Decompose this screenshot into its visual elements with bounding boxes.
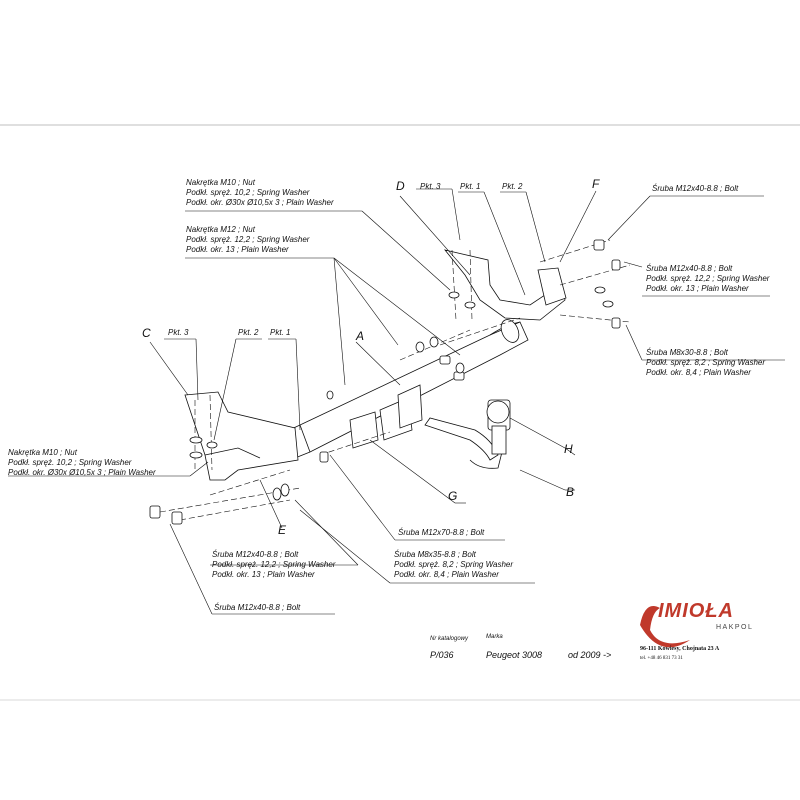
callout-line: Podkł. okr. 13 ; Plain Washer <box>646 284 749 293</box>
callout-line: Podkł. okr. 13 ; Plain Washer <box>186 245 289 254</box>
callout-nut-m10-left: Nakrętka M10 ; Nut Podkł. spręż. 10,2 ; … <box>8 448 156 478</box>
callout-bolt-m12-right: Śruba M12x40-8.8 ; Bolt Podkł. spręż. 12… <box>646 264 769 294</box>
point-label-pkt2-top: Pkt. 2 <box>502 182 523 191</box>
callout-line: Nakrętka M10 ; Nut <box>186 178 255 187</box>
part-letter-b: B <box>566 485 575 499</box>
callout-nut-m12-top: Nakrętka M12 ; Nut Podkł. spręż. 12,2 ; … <box>186 225 309 255</box>
part-letter-h: H <box>564 442 573 456</box>
callout-line: Śruba M12x70-8.8 ; Bolt <box>398 528 485 537</box>
point-label-pkt1-left: Pkt. 1 <box>270 328 291 337</box>
point-label-pkt1-top: Pkt. 1 <box>460 182 481 191</box>
callout-line: Podkł. okr. 13 ; Plain Washer <box>212 570 315 579</box>
callout-line: Nakrętka M12 ; Nut <box>186 225 255 234</box>
callout-line: Śruba M12x40-8.8 ; Bolt <box>652 184 739 193</box>
callout-line: Śruba M8x35-8.8 ; Bolt <box>394 550 476 559</box>
callout-bolt-m8-right: Śruba M8x30-8.8 ; Bolt Podkł. spręż. 8,2… <box>646 348 765 378</box>
catalog-marka-label: Marka <box>486 634 503 640</box>
part-letter-c: C <box>142 326 151 340</box>
callout-bolt-f: Śruba M12x40-8.8 ; Bolt <box>652 184 738 194</box>
part-letter-a: A <box>356 329 365 343</box>
callout-nut-m10-top: Nakrętka M10 ; Nut Podkł. spręż. 10,2 ; … <box>186 178 334 208</box>
point-label-pkt3-top: Pkt. 3 <box>420 182 441 191</box>
point-label-pkt3-left: Pkt. 3 <box>168 328 189 337</box>
company-sub: HAKPOL <box>716 624 754 631</box>
callout-line: Podkł. spręż. 12,2 ; Spring Washer <box>186 235 310 244</box>
callout-line: Podkł. spręż. 10,2 ; Spring Washer <box>186 188 310 197</box>
catalog-nr-label: Nr katalogowy <box>430 636 469 642</box>
callout-line: Podkł. spręż. 10,2 ; Spring Washer <box>8 458 132 467</box>
catalog-year: od 2009 -> <box>568 650 612 660</box>
callout-line: Podkł. okr. Ø30x Ø10,5x 3 ; Plain Washer <box>8 468 156 477</box>
callout-line: Podkł. okr. Ø30x Ø10,5x 3 ; Plain Washer <box>186 198 334 207</box>
callout-bolt-m12-bottom: Śruba M12x40-8.8 ; Bolt Podkł. spręż. 12… <box>212 550 335 580</box>
part-letter-g: G <box>448 489 458 503</box>
point-label-pkt2-left: Pkt. 2 <box>238 328 259 337</box>
catalog-number: P/036 <box>430 650 454 660</box>
company-logo: IMIOŁA <box>658 600 734 622</box>
company-address: 96-111 Kowiesy, Chojnata 23 A <box>640 646 720 652</box>
callout-line: Śruba M12x40-8.8 ; Bolt <box>646 264 733 273</box>
callout-line: Podkł. okr. 8,4 ; Plain Washer <box>394 570 499 579</box>
callout-line: Podkł. spręż. 12,2 ; Spring Washer <box>646 274 770 283</box>
callout-line: Podkł. spręż. 8,2 ; Spring Washer <box>394 560 514 569</box>
callout-bolt-m12-lower: Śruba M12x40-8.8 ; Bolt <box>214 603 300 613</box>
callout-line: Podkł. spręż. 8,2 ; Spring Washer <box>646 358 766 367</box>
callout-bolt-m12x70: Śruba M12x70-8.8 ; Bolt <box>398 528 484 538</box>
callout-line: Śruba M12x40-8.8 ; Bolt <box>214 603 301 612</box>
callout-line: Nakrętka M10 ; Nut <box>8 448 77 457</box>
callout-line: Podkł. okr. 8,4 ; Plain Washer <box>646 368 751 377</box>
part-letter-d: D <box>396 179 405 193</box>
callout-line: Śruba M8x30-8.8 ; Bolt <box>646 348 728 357</box>
callout-bolt-m8-bottom: Śruba M8x35-8.8 ; Bolt Podkł. spręż. 8,2… <box>394 550 513 580</box>
company-tel: tel. +48 46 831 73 31 <box>640 656 683 661</box>
catalog-vehicle: Peugeot 3008 <box>486 650 543 660</box>
callout-line: Podkł. spręż. 12,2 ; Spring Washer <box>212 560 336 569</box>
part-letter-e: E <box>278 523 287 537</box>
callout-line: Śruba M12x40-8.8 ; Bolt <box>212 550 299 559</box>
part-letter-f: F <box>592 177 600 191</box>
